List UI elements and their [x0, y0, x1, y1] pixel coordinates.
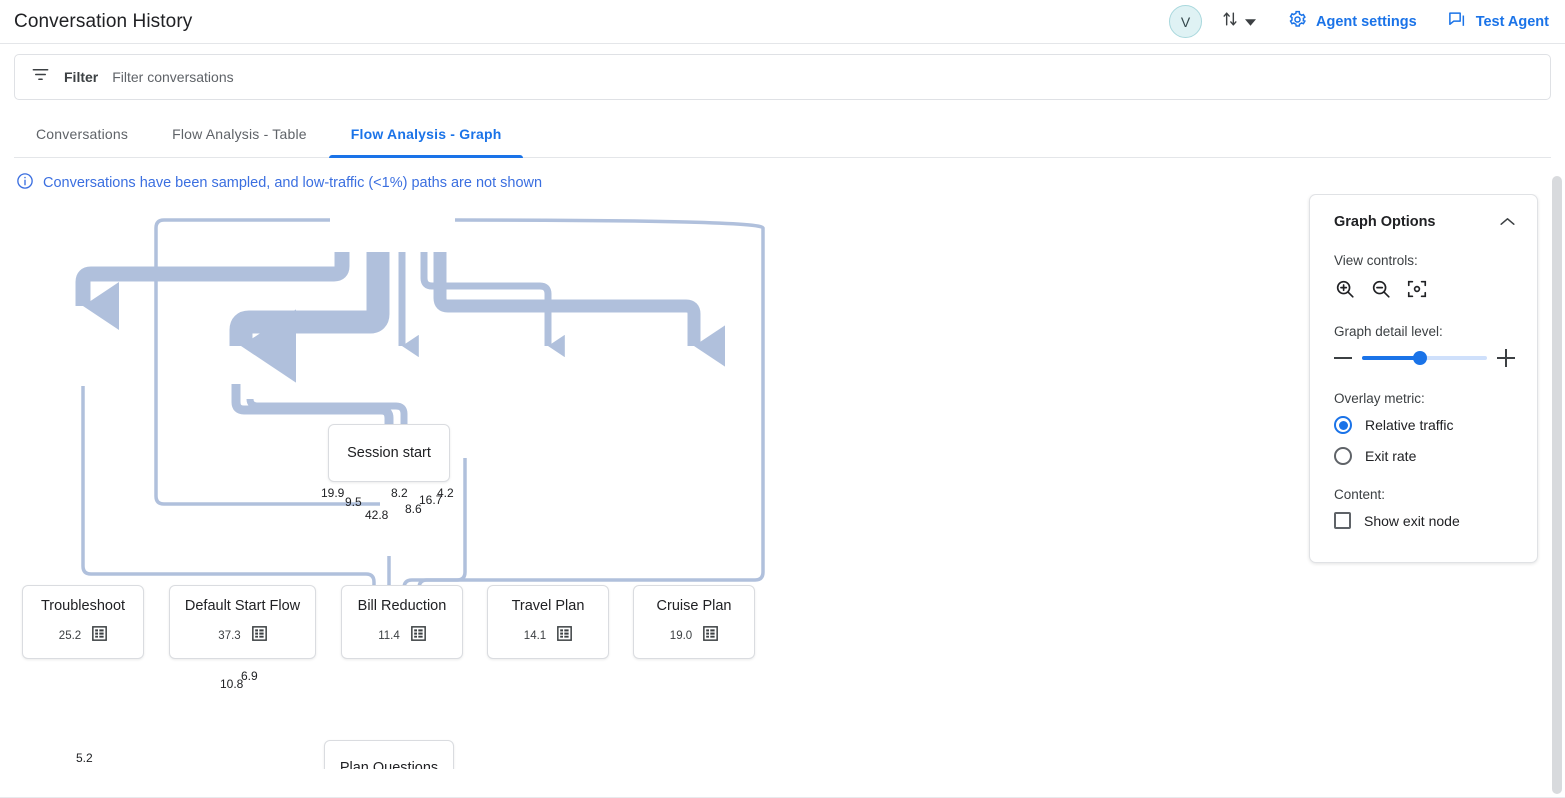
edge-label-6-9: 6.9	[241, 669, 258, 683]
node-session-start[interactable]: Session start	[328, 424, 450, 482]
slider-fill	[1362, 356, 1420, 360]
overlay-metric-label: Overlay metric:	[1334, 391, 1425, 406]
table-icon[interactable]	[703, 626, 719, 646]
table-icon[interactable]	[251, 626, 267, 646]
info-icon	[16, 172, 34, 194]
chevron-up-icon[interactable]	[1500, 213, 1515, 231]
sampling-notice-text: Conversations have been sampled, and low…	[43, 175, 543, 191]
node-metrics: 14.1	[523, 626, 573, 646]
edge-label-4-2-top: 4.2	[437, 486, 454, 500]
edge-label-10-8: 10.8	[220, 677, 244, 691]
chevron-down-icon	[1244, 13, 1256, 31]
tab-flow-analysis-table[interactable]: Flow Analysis - Table	[172, 125, 307, 142]
node-value: 37.3	[218, 630, 241, 642]
node-metrics: 19.0	[669, 626, 719, 646]
test-agent-label: Test Agent	[1475, 13, 1549, 30]
node-travel-plan[interactable]: Travel Plan 14.1	[487, 585, 609, 659]
avatar[interactable]: V	[1168, 5, 1202, 38]
table-icon[interactable]	[410, 626, 426, 646]
radio-label: Relative traffic	[1365, 417, 1454, 433]
radio-relative-traffic[interactable]: Relative traffic	[1334, 416, 1515, 434]
filter-input[interactable]: Filter conversations	[112, 69, 234, 85]
node-bill-reduction[interactable]: Bill Reduction 11.4	[341, 585, 463, 659]
table-icon[interactable]	[92, 626, 108, 646]
tab-flow-analysis-graph[interactable]: Flow Analysis - Graph	[328, 110, 524, 158]
edge-label-19-9: 19.9	[321, 486, 345, 500]
graph-options-panel: Graph Options View controls:	[1309, 194, 1538, 563]
slider-thumb[interactable]	[1412, 351, 1427, 365]
app-header: Conversation History V Agent settings	[0, 0, 1565, 44]
zoom-out-icon[interactable]	[1370, 278, 1392, 300]
content-label: Content:	[1334, 487, 1386, 502]
filter-label: Filter	[64, 69, 99, 85]
page-title: Conversation History	[14, 10, 193, 32]
detail-level-slider[interactable]	[1362, 350, 1487, 366]
graph-options-header[interactable]: Graph Options	[1334, 213, 1515, 231]
radio-icon-selected[interactable]	[1334, 416, 1352, 434]
plus-icon[interactable]	[1497, 349, 1515, 367]
gear-icon	[1288, 10, 1307, 33]
node-label: Troubleshoot	[40, 598, 126, 614]
edge-label-9-5: 9.5	[345, 495, 362, 509]
sampling-notice: Conversations have been sampled, and low…	[0, 158, 1565, 194]
filter-section: Filter Filter conversations	[0, 44, 1565, 100]
table-icon[interactable]	[557, 626, 573, 646]
checkbox-label: Show exit node	[1364, 512, 1460, 529]
view-controls-label: View controls:	[1334, 253, 1418, 268]
agent-settings-label: Agent settings	[1315, 13, 1417, 30]
node-label: Session start	[347, 445, 431, 461]
detail-level-control	[1334, 349, 1515, 367]
zoom-in-icon[interactable]	[1334, 278, 1356, 300]
node-default-start-flow[interactable]: Default Start Flow 37.3	[169, 585, 316, 659]
chat-bubbles-icon	[1447, 10, 1467, 33]
radio-icon[interactable]	[1334, 447, 1352, 465]
flow-edges	[75, 218, 765, 617]
node-troubleshoot[interactable]: Troubleshoot 25.2	[22, 585, 144, 659]
filter-bar[interactable]: Filter Filter conversations	[14, 54, 1551, 100]
checkbox-icon[interactable]	[1334, 512, 1351, 529]
node-value: 14.1	[523, 630, 547, 642]
detail-level-label: Graph detail level:	[1334, 324, 1443, 339]
node-value: 25.2	[58, 630, 82, 642]
sort-control[interactable]	[1220, 9, 1256, 34]
node-label: Default Start Flow	[184, 598, 301, 614]
node-label: Cruise Plan	[656, 598, 732, 614]
graph-options-title: Graph Options	[1334, 214, 1436, 230]
fit-to-screen-icon[interactable]	[1406, 278, 1428, 300]
agent-settings-button[interactable]: Agent settings	[1288, 10, 1417, 33]
radio-label: Exit rate	[1365, 448, 1417, 464]
radio-exit-rate[interactable]: Exit rate	[1334, 447, 1515, 465]
filter-icon	[31, 65, 50, 89]
test-agent-button[interactable]: Test Agent	[1447, 10, 1549, 33]
flow-graph-canvas[interactable]: Session start Troubleshoot 25.2 Default …	[0, 194, 1565, 769]
tab-conversations[interactable]: Conversations	[36, 125, 129, 142]
node-plan-questions[interactable]: Plan Questions 22.9	[324, 740, 454, 769]
view-controls	[1334, 278, 1515, 300]
header-actions: V Agent settings	[1168, 5, 1551, 38]
tab-bar: Conversations Flow Analysis - Table Flow…	[14, 110, 1551, 158]
sort-updown-icon	[1220, 9, 1240, 34]
edge-label-8-6: 8.6	[405, 502, 422, 516]
edge-label-16-7: 16.7	[419, 493, 443, 507]
node-label: Travel Plan	[511, 598, 585, 614]
node-cruise-plan[interactable]: Cruise Plan 19.0	[633, 585, 755, 659]
edge-label-42-8: 42.8	[365, 508, 389, 522]
node-label: Plan Questions	[339, 760, 439, 769]
node-value: 11.4	[378, 630, 400, 642]
node-value: 19.0	[669, 630, 693, 642]
edge-label-8-2: 8.2	[391, 486, 408, 500]
checkbox-show-exit-node[interactable]: Show exit node	[1334, 512, 1515, 529]
node-label: Bill Reduction	[357, 598, 447, 614]
edge-label-5-2: 5.2	[76, 751, 93, 765]
node-metrics: 37.3	[218, 626, 267, 646]
node-metrics: 25.2	[58, 626, 108, 646]
vertical-scrollbar[interactable]	[1552, 176, 1562, 794]
minus-icon[interactable]	[1334, 357, 1352, 359]
node-metrics: 11.4	[378, 626, 426, 646]
